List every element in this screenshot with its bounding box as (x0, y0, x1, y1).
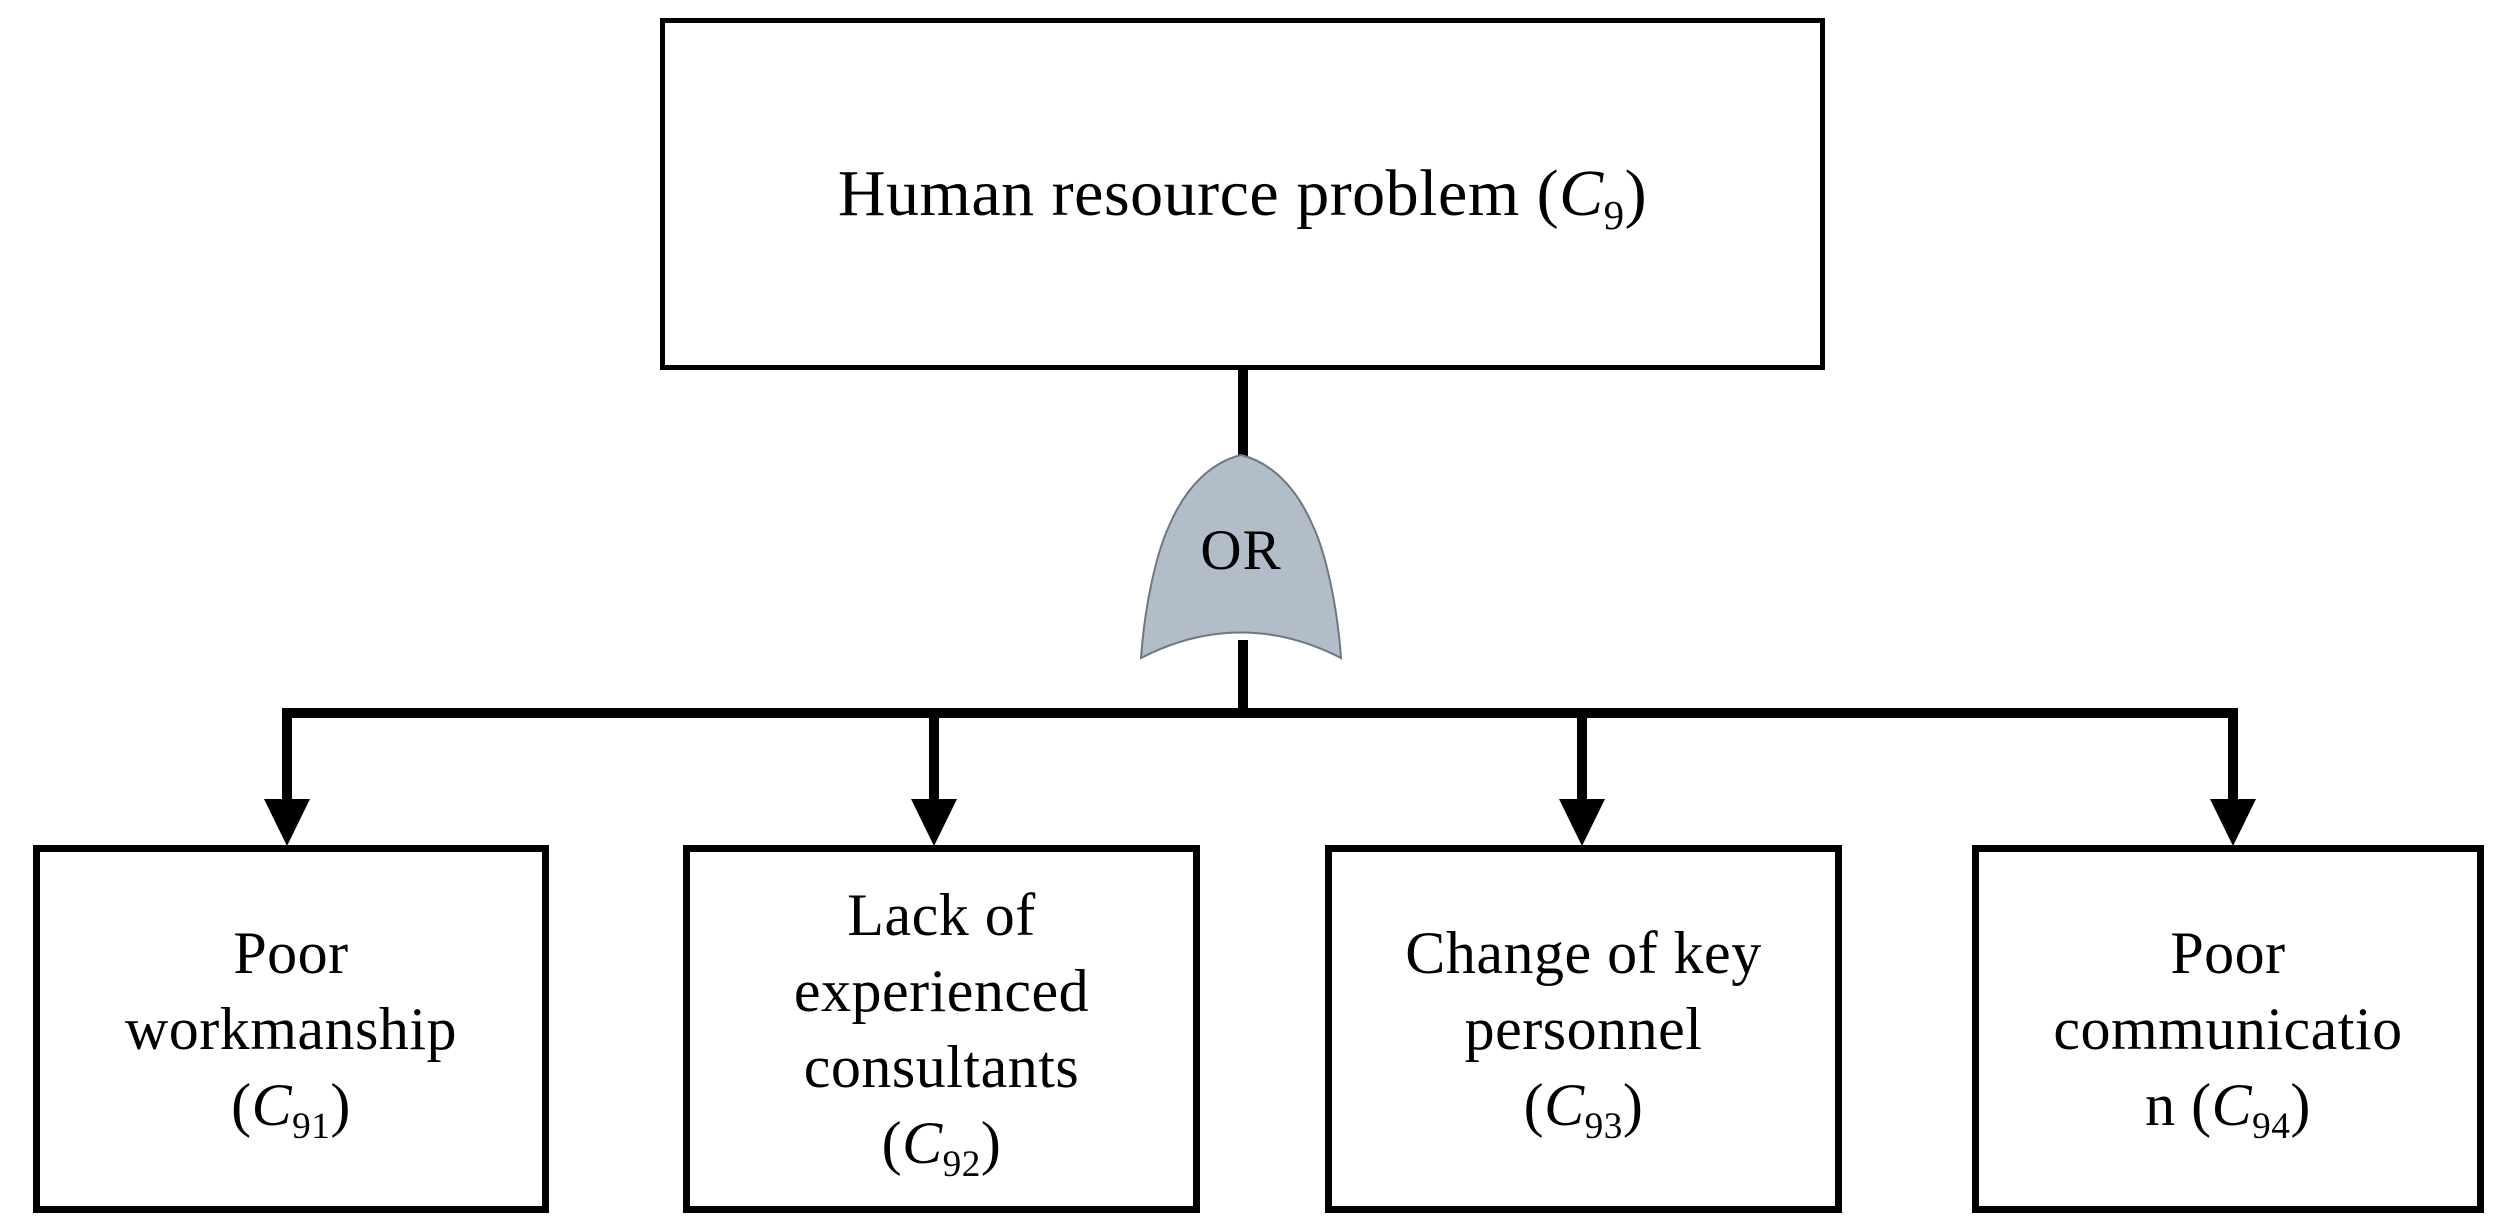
or-gate-icon (1139, 453, 1343, 660)
or-gate-label: OR (1200, 519, 1282, 582)
node-poor-communication-label: Poor communicatio n (C94) (2053, 915, 2403, 1145)
label-symbol: C (902, 1110, 943, 1177)
label-prefix: n ( (2145, 1072, 2212, 1139)
label-suffix: ) (1622, 1072, 1644, 1139)
node-change-of-key-personnel-label: Change of key personnel (C93) (1405, 915, 1762, 1145)
connector-gate-to-rail (1238, 640, 1248, 718)
node-poor-communication: Poor communicatio n (C94) (1972, 845, 2484, 1213)
or-gate-shape (1139, 453, 1343, 660)
label-line: Poor (233, 919, 349, 986)
arrow-down-icon-c91 (264, 799, 310, 846)
node-lack-of-experienced-consultants: Lack of experienced consultants (C92) (683, 845, 1200, 1213)
node-change-of-key-personnel: Change of key personnel (C93) (1325, 845, 1842, 1213)
connector-horizontal-rail (282, 708, 2238, 718)
label-suffix: ) (1624, 156, 1648, 230)
label-formula: n (C94) (2053, 1067, 2402, 1145)
label-formula: (C91) (125, 1067, 457, 1145)
label-line: personnel (1464, 995, 1703, 1062)
label-symbol: C (1559, 156, 1604, 230)
connector-drop-c94 (2228, 708, 2238, 803)
label-line: communicatio (2053, 995, 2403, 1062)
label-line: experienced (793, 957, 1090, 1024)
label-suffix: ) (2290, 1072, 2311, 1139)
node-lack-of-experienced-consultants-label: Lack of experienced consultants (C92) (793, 877, 1090, 1184)
label-line: consultants (803, 1034, 1080, 1100)
node-human-resource-problem: Human resource problem (C9) (660, 18, 1825, 370)
label-symbol: C (2211, 1072, 2253, 1139)
connector-drop-c93 (1577, 708, 1587, 803)
node-label-text: Human resource problem (C9) (837, 156, 1648, 236)
label-subscript: 9 (1603, 192, 1625, 238)
label-formula: (C92) (794, 1105, 1089, 1183)
connector-drop-c92 (929, 708, 939, 803)
node-human-resource-problem-label: Human resource problem (C9) (837, 156, 1648, 236)
label-subscript: 93 (1584, 1106, 1623, 1148)
label-prefix: Human resource problem ( (837, 156, 1560, 230)
label-symbol: C (1544, 1072, 1585, 1139)
label-line: Change of key (1405, 919, 1762, 986)
label-line: workmanship (124, 995, 458, 1062)
label-subscript: 91 (292, 1106, 331, 1148)
node-poor-workmanship: Poor workmanship (C91) (33, 845, 549, 1213)
arrow-down-icon-c93 (1559, 799, 1605, 846)
connector-root-to-gate (1238, 368, 1248, 460)
label-prefix: ( (231, 1072, 252, 1139)
arrow-down-icon-c92 (911, 799, 957, 846)
label-symbol: C (251, 1072, 293, 1139)
label-formula: (C93) (1405, 1067, 1761, 1145)
label-prefix: ( (1523, 1072, 1545, 1139)
connector-drop-c91 (282, 708, 292, 803)
label-suffix: ) (980, 1110, 1002, 1177)
label-line: Poor (2170, 919, 2286, 986)
label-subscript: 94 (2252, 1106, 2291, 1148)
node-poor-workmanship-label: Poor workmanship (C91) (124, 915, 458, 1145)
label-subscript: 92 (942, 1144, 981, 1186)
label-suffix: ) (330, 1072, 351, 1139)
label-line: Lack of (847, 881, 1036, 948)
arrow-down-icon-c94 (2210, 799, 2256, 846)
label-prefix: ( (881, 1110, 903, 1177)
